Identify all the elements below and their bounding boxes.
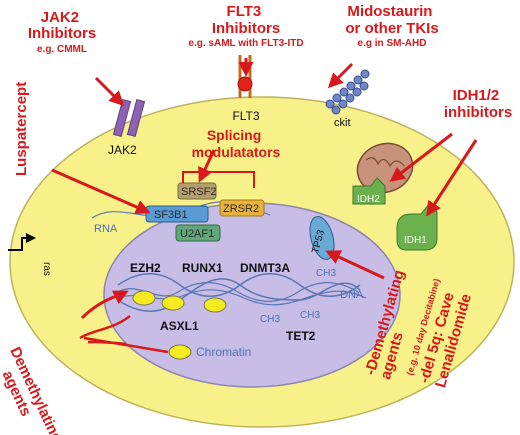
flt3-inhibitors-title: FLT3 Inhibitors	[212, 3, 280, 37]
idh2-label: IDH2	[357, 194, 380, 205]
idh-inhibitors-title: IDH1/2 inhibitors	[444, 87, 512, 121]
jak2-inhibitors-title: JAK2 Inhibitors	[28, 9, 96, 42]
flt3-example: e.g. sAML with FLT3-ITD	[188, 38, 303, 49]
ch3-label: CH3	[260, 314, 280, 325]
jak2-example: e.g. CMML	[37, 44, 87, 55]
ckit-label: ckit	[334, 117, 351, 129]
ras-arrow	[8, 233, 36, 251]
luspatercept-title: Luspatercept	[13, 82, 30, 176]
gene-dnmt3a: DNMT3A	[240, 261, 290, 275]
idh2-protein	[352, 177, 386, 205]
dna-label: DNA	[340, 289, 364, 301]
gene-ezh2: EZH2	[130, 261, 161, 275]
u2af1-label: U2AF1	[180, 228, 214, 240]
ras-label: ras	[41, 262, 52, 276]
demethylating-bracket	[83, 336, 169, 354]
midostaurin-title: Midostaurin or other TKIs	[345, 3, 438, 37]
chromatin-label: Chromatin	[196, 345, 251, 359]
jak2-label: JAK2	[108, 143, 137, 157]
nucleosomes	[132, 290, 227, 360]
splicing-modulators-title: Splicing modulatators	[192, 127, 281, 160]
drug-arrows	[51, 58, 478, 320]
gene-asxl1: ASXL1	[160, 319, 199, 333]
zrsr2-label: ZRSR2	[223, 203, 259, 215]
gene-tet2: TET2	[286, 329, 316, 343]
ch3-label: CH3	[316, 268, 336, 279]
gene-runx1: RUNX1	[182, 261, 223, 275]
ch3-label: CH3	[300, 310, 320, 321]
spliceosome	[91, 171, 271, 242]
srsf2-label: SRSF2	[181, 186, 216, 198]
idh1-label: IDH1	[404, 235, 427, 246]
ckit-receptor	[325, 69, 370, 115]
midostaurin-example: e.g in SM-AHD	[358, 38, 427, 49]
dna-helix	[117, 273, 367, 312]
sf3b1-label: SF3B1	[154, 209, 188, 221]
rna-label: RNA	[94, 223, 118, 235]
flt3-label: FLT3	[232, 109, 259, 123]
jak2-receptor	[112, 98, 146, 138]
